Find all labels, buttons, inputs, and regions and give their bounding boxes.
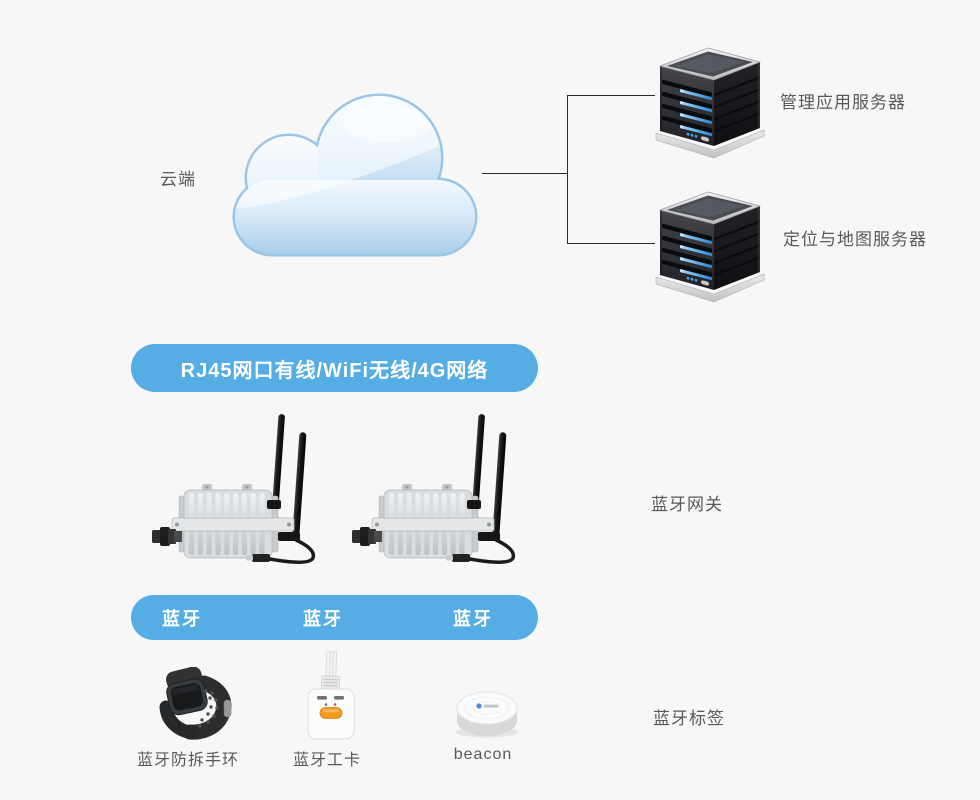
bluetooth-word-3: 蓝牙 [453, 608, 493, 629]
beacon-icon [455, 691, 519, 738]
network-banner: RJ45网口有线/WiFi无线/4G网络 [131, 344, 538, 392]
bluetooth-banner: 蓝牙 蓝牙 蓝牙 [131, 595, 538, 640]
bluetooth-gateway-icon-1 [150, 414, 316, 564]
map-server-icon [655, 191, 765, 303]
connector-cloud-line [482, 173, 568, 174]
work-card-icon [307, 651, 355, 740]
cloud-icon [232, 93, 478, 257]
connector-server1-line [567, 95, 655, 96]
bluetooth-word-2: 蓝牙 [303, 608, 343, 629]
work-card-label: 蓝牙工卡 [292, 752, 362, 769]
bluetooth-gateway-icon-2 [350, 414, 516, 564]
map-server-label: 定位与地图服务器 [783, 230, 927, 249]
wristband-label: 蓝牙防拆手环 [136, 752, 240, 769]
management-server-label: 管理应用服务器 [780, 93, 906, 112]
cloud-label: 云端 [160, 170, 196, 189]
wristband-icon [150, 667, 235, 745]
tags-label: 蓝牙标签 [653, 709, 725, 728]
connector-server2-line [567, 243, 655, 244]
beacon-label: beacon [453, 746, 513, 763]
gateway-label: 蓝牙网关 [651, 495, 723, 514]
connector-vertical-line [567, 95, 568, 244]
management-server-icon [655, 47, 765, 159]
bluetooth-word-1: 蓝牙 [162, 608, 202, 629]
